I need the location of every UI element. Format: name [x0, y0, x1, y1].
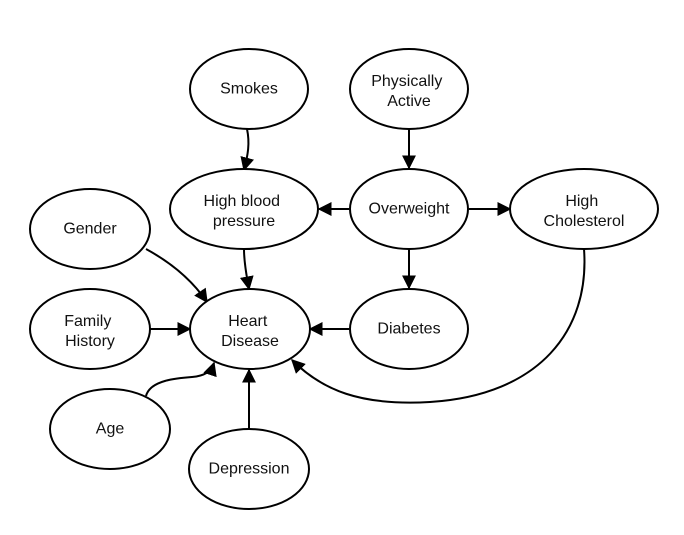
node-depression: Depression [188, 428, 310, 510]
node-high-blood-pressure-label: High blood pressure [204, 193, 285, 230]
edges [145, 128, 586, 429]
node-high-cholesterol-line-1: High [565, 193, 598, 210]
node-heart-disease-label: Heart Disease [221, 313, 279, 350]
edge-gender-to-heart-disease [145, 248, 208, 304]
node-gender-label: Gender [63, 221, 117, 238]
edge-age-to-heart-disease [145, 361, 217, 397]
node-family-history-line-2: History [65, 333, 115, 350]
node-physically-active-line-1: Physically [371, 73, 442, 90]
node-high-cholesterol-label: High Cholesterol [544, 193, 625, 230]
edge-smokes-to-high-blood-pressure [240, 128, 255, 172]
node-heart-disease: Heart Disease [189, 288, 311, 370]
node-gender: Gender [29, 188, 151, 270]
edge-high-blood-pressure-to-heart-disease [239, 248, 254, 291]
node-overweight-label: Overweight [369, 201, 450, 218]
node-family-history-line-1: Family [64, 313, 111, 330]
node-high-blood-pressure: High blood pressure [169, 168, 319, 250]
node-age-label: Age [96, 421, 125, 438]
node-high-blood-pressure-line-2: pressure [213, 213, 275, 230]
nodes: Smokes Physically Active High blood pres… [29, 48, 659, 510]
node-physically-active-label: Physically Active [371, 73, 447, 110]
node-family-history: Family History [29, 288, 151, 370]
node-high-cholesterol-line-2: Cholesterol [544, 213, 625, 230]
node-high-cholesterol: High Cholesterol [509, 168, 659, 250]
node-heart-disease-line-2: Disease [221, 333, 279, 350]
node-overweight: Overweight [349, 168, 469, 250]
node-diabetes-label: Diabetes [377, 321, 440, 338]
node-high-blood-pressure-line-1: High blood [204, 193, 281, 210]
node-family-history-label: Family History [64, 313, 116, 350]
node-diabetes: Diabetes [349, 288, 469, 370]
node-smokes: Smokes [189, 48, 309, 130]
edge-high-cholesterol-to-heart-disease [291, 248, 586, 404]
node-physically-active-line-2: Active [387, 93, 431, 110]
node-depression-label: Depression [209, 461, 290, 478]
node-heart-disease-line-1: Heart [228, 313, 268, 330]
node-age: Age [49, 388, 171, 470]
node-smokes-label: Smokes [220, 81, 278, 98]
node-physically-active: Physically Active [349, 48, 469, 130]
